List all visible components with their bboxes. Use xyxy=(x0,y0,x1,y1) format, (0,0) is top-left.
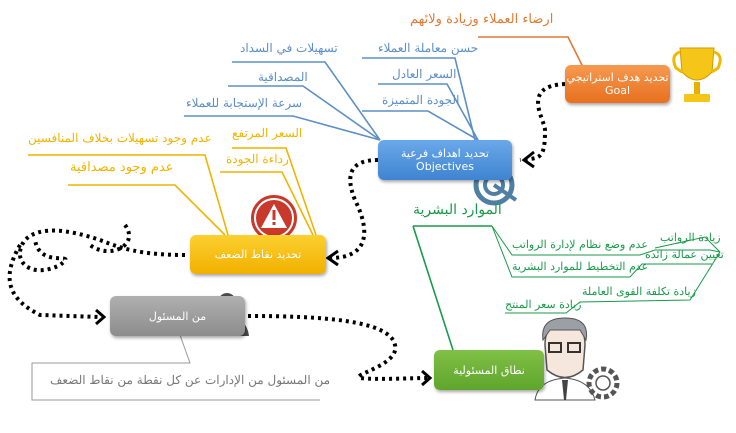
objectives-subtitle: Objectives xyxy=(416,160,474,173)
objective-item: الجودة المتميزة xyxy=(382,93,460,107)
objective-item: سرعة الإستجابة للعملاء xyxy=(186,96,303,110)
weakness-title: تحديد نقاط الضعف xyxy=(214,248,302,261)
dotted-arrow-weakness-to-responsible xyxy=(7,223,186,319)
weak-branch-line xyxy=(232,147,317,236)
objective-item: السعر العادل xyxy=(392,67,457,81)
weakness-item: عدم وجود مصداقية xyxy=(70,160,174,175)
goal-title: تحديد هدف استراتيجي xyxy=(566,71,669,84)
obj-branch-line xyxy=(184,115,381,141)
arrowhead-icon xyxy=(325,249,339,267)
obj-branch-line xyxy=(228,85,381,141)
responsible-node[interactable]: من المسئول xyxy=(110,296,245,336)
hr-branch-line xyxy=(654,236,721,253)
arrowhead-icon xyxy=(95,308,107,326)
weakness-node[interactable]: تحديد نقاط الضعف xyxy=(190,235,326,274)
hr-title: الموارد البشرية xyxy=(413,202,502,218)
weak-branch-line xyxy=(28,154,229,236)
hr-item: عدم التخطيط للموارد البشرية xyxy=(512,260,649,273)
goal-node[interactable]: تحديد هدف استراتيجي Goal xyxy=(565,65,670,103)
objectives-title: تحديد اهداف فرعية xyxy=(401,147,489,160)
trophy-icon xyxy=(672,47,722,102)
obj-branch-line xyxy=(362,57,476,141)
scope-node[interactable]: نطاق المسئولية xyxy=(434,350,544,390)
hr-branch-line xyxy=(491,225,721,256)
hr-branch-line xyxy=(505,251,721,314)
weak-branch-line xyxy=(68,184,226,236)
obj-branch-line xyxy=(378,83,479,141)
note-callout xyxy=(31,334,320,401)
objective-item: حسن معاملة العملاء xyxy=(378,41,479,55)
weakness-item: عدم وجود تسهيلات بخلاف المنافسين xyxy=(28,131,212,145)
hr-item: زيادة تكلفة القوى العاملة xyxy=(582,285,696,298)
goal-subtitle: Goal xyxy=(604,84,631,97)
obj-branch-line xyxy=(232,61,381,141)
hr-branch-line xyxy=(412,225,454,351)
hr-item: زيادة سعر المنتج xyxy=(505,298,582,311)
hr-branch-line xyxy=(491,225,712,278)
hr-item: عدم وضع نظام لإدارة الرواتب xyxy=(512,238,648,251)
goal-branch-line xyxy=(478,36,584,68)
responsible-title: من المسئول xyxy=(148,309,207,323)
obj-branch-line xyxy=(362,110,479,141)
dotted-arrow-responsible-to-scope xyxy=(247,314,429,381)
dotted-arrow-goal-to-objectives xyxy=(519,82,566,162)
objective-item: تسهيلات في السداد xyxy=(240,41,338,55)
manager-gear-icon xyxy=(534,317,620,401)
hr-item: زيادة الرواتب xyxy=(660,231,721,244)
objective-item: المصداقية xyxy=(258,70,308,84)
responsible-note: من المسئول من الإدارات عن كل نقطة من نقا… xyxy=(50,373,331,387)
hr-item: تعيين عمالة زائدة xyxy=(645,248,724,261)
scope-title: نطاق المسئولية xyxy=(453,363,525,377)
dotted-arrow-objectives-to-weakness xyxy=(329,158,379,260)
weak-branch-line xyxy=(220,171,314,236)
arrowhead-icon xyxy=(421,369,433,387)
goal-item: ارضاء العملاء وزيادة ولائهم xyxy=(410,12,554,27)
objectives-node[interactable]: تحديد اهداف فرعية Objectives xyxy=(378,140,512,180)
arrowhead-icon xyxy=(521,150,535,169)
weakness-item: رداءة الجودة xyxy=(226,152,289,166)
weakness-item: السعر المرتفع xyxy=(232,126,303,140)
